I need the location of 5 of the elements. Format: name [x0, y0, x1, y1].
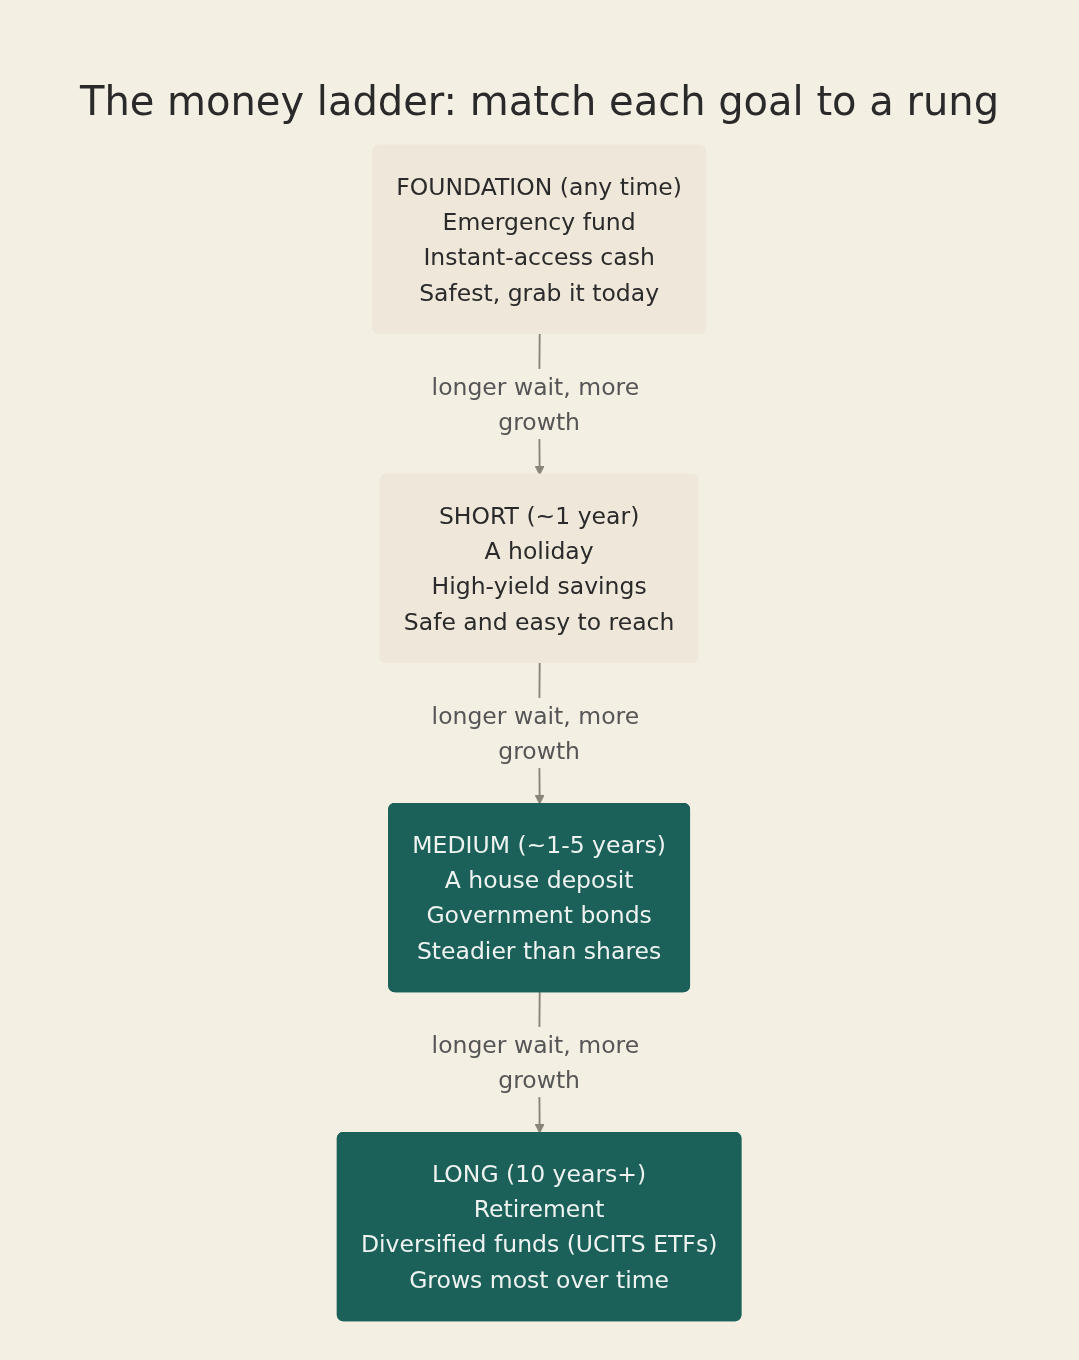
diagram-title: The money ladder: match each goal to a rung [79, 78, 1000, 124]
flowchart: FOUNDATION (any time) Emergency fund Instant-access cash Safest, grab it today longer wait, more growth SHORT (~1 year) A holiday High-yield savings Safe and easy to reach longer wait, more growth MEDIUM (~1-5 years) A house deposit Government bonds Steadier than shares longer wait, more growth LONG (10 years+) Retirement Diversified funds (UCITS ETFs) Grows most over time [328, 136, 751, 1330]
edge-label: longer wait, more growth [431, 372, 640, 436]
edge-label: longer wait, more growth [431, 701, 640, 765]
edge-label: longer wait, more growth [431, 1030, 640, 1094]
